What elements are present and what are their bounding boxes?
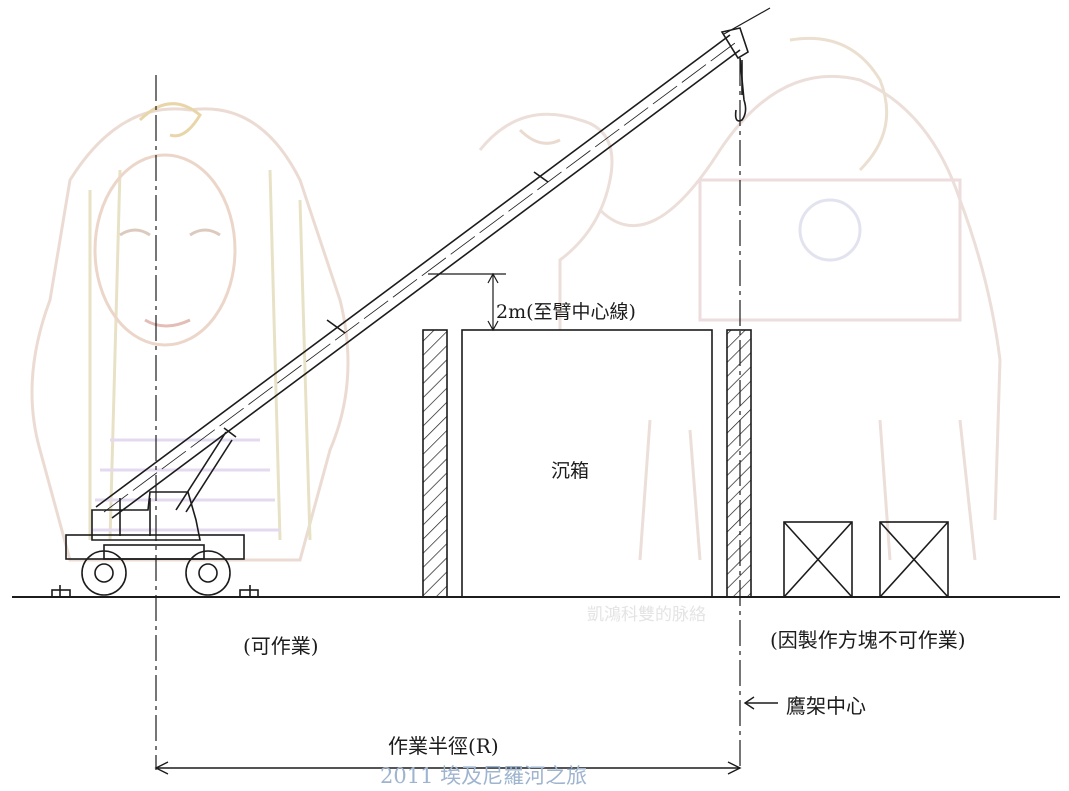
- pharaoh-mask-watermark-icon: [30, 102, 350, 562]
- derrick-center-arrow: [743, 696, 778, 710]
- crane-boom: [95, 7, 771, 519]
- concrete-blocks: [783, 521, 949, 598]
- working-radius-dimension: [154, 761, 742, 775]
- clearance-label: 2m(至臂中心線): [496, 301, 636, 323]
- workable-label: (可作業): [243, 634, 319, 658]
- working-radius-label: 作業半徑(R): [388, 734, 499, 758]
- caisson: [422, 329, 752, 598]
- crane-icon: [51, 491, 259, 598]
- clearance-dimension: [428, 272, 506, 332]
- faint-signature-watermark: 凱鴻科雙的脉絡: [587, 605, 706, 625]
- not-workable-label: (因製作方塊不可作業): [770, 628, 966, 652]
- camel-watermark-icon: [478, 36, 1002, 561]
- caption-watermark: 2011 埃及尼羅河之旅: [380, 764, 588, 788]
- derrick-center-label: 鷹架中心: [786, 694, 866, 718]
- caisson-label: 沉箱: [551, 460, 590, 482]
